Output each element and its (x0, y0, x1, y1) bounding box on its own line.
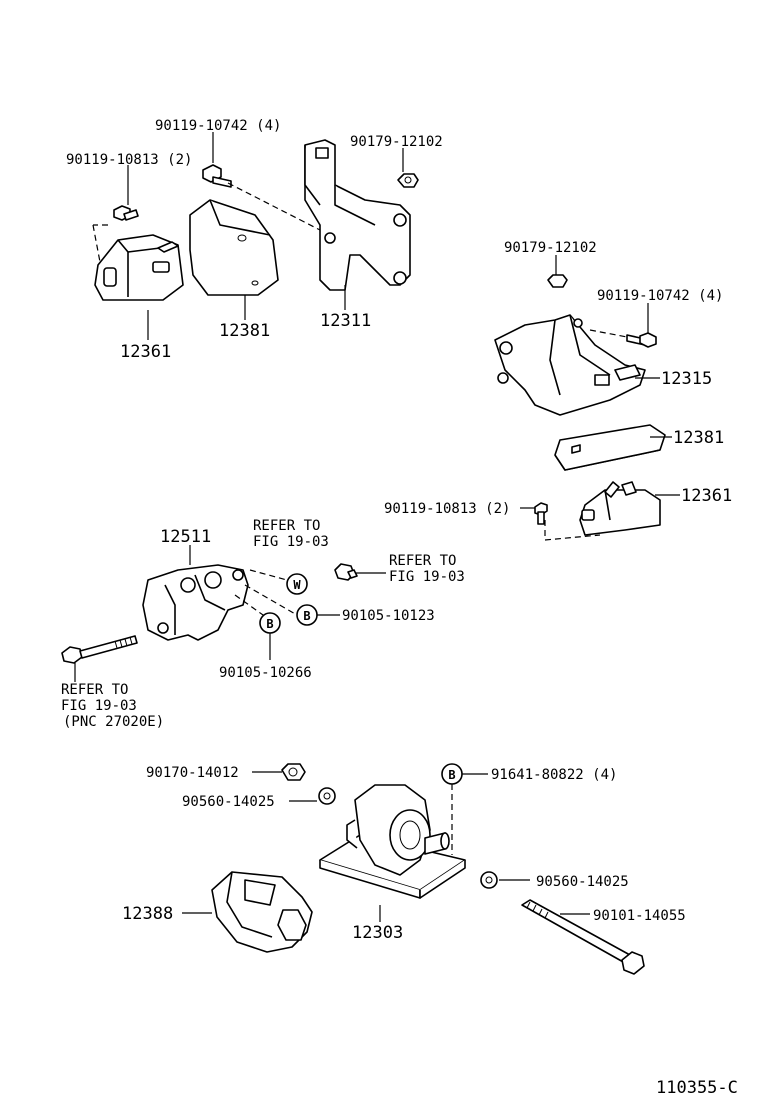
svg-text:B: B (448, 768, 455, 782)
label-12388: 12388 (122, 904, 173, 924)
nut-90170-14012 (281, 763, 306, 781)
svg-text:B: B (266, 617, 273, 631)
label-90170-14012: 90170-14012 (146, 765, 239, 781)
label-refer-to-3: REFER TO (61, 682, 128, 698)
engine-mount-12303 (319, 784, 466, 899)
label-90179-12102-right: 90179-12102 (504, 240, 597, 256)
nut-90179-12102-right (547, 274, 568, 288)
label-12381-right: 12381 (673, 428, 724, 448)
label-refer-to-1: REFER TO (253, 518, 320, 534)
marker-w: W (286, 573, 308, 595)
label-90560-14025-left: 90560-14025 (182, 794, 275, 810)
label-90101-14055: 90101-14055 (593, 908, 686, 924)
engine-mount-insulator-12361-right (579, 481, 661, 536)
svg-text:B: B (303, 609, 310, 623)
insulator-pad-12381-left (189, 199, 279, 296)
label-12361-left: 12361 (120, 342, 171, 362)
label-fig-19-03-1: FIG 19-03 (253, 534, 329, 550)
label-12361-right: 12361 (681, 486, 732, 506)
long-bolt-refer-fig-19-03 (61, 635, 138, 664)
label-12303: 12303 (352, 923, 403, 943)
marker-b-90105-10266: B (259, 612, 281, 634)
bolt-90119-10813-left (113, 205, 139, 221)
label-90119-10742-right: 90119-10742 (4) (597, 288, 723, 304)
bolt-90101-14055 (521, 899, 645, 975)
bolt-90119-10742-right (626, 332, 657, 348)
marker-b-90105-10123: B (296, 604, 318, 626)
label-90119-10813-left: 90119-10813 (2) (66, 152, 192, 168)
label-90119-10813-right: 90119-10813 (2) (384, 501, 510, 517)
svg-text:W: W (293, 578, 301, 592)
label-12381-left: 12381 (219, 321, 270, 341)
label-pnc-27020e: (PNC 27020E) (63, 714, 164, 730)
label-90105-10266: 90105-10266 (219, 665, 312, 681)
nut-refer-fig-19-03 (334, 563, 358, 581)
engine-mount-bracket-12315 (494, 314, 646, 416)
washer-90560-14025-left (318, 787, 336, 805)
engine-mount-bracket-12311 (304, 139, 411, 291)
marker-b-91641-80822: B (441, 763, 463, 785)
label-90119-10742-top: 90119-10742 (4) (155, 118, 281, 134)
label-90105-10123: 90105-10123 (342, 608, 435, 624)
label-fig-19-03-2: FIG 19-03 (389, 569, 465, 585)
label-91641-80822: 91641-80822 (4) (491, 767, 617, 783)
engine-mount-bracket-12511 (142, 564, 249, 641)
nut-90179-12102-top (397, 173, 419, 188)
engine-mount-insulator-12361-left (94, 234, 184, 301)
bolt-90119-10813-right (534, 502, 548, 525)
bushing-12388 (211, 871, 313, 953)
diagram-id: 110355-C (656, 1078, 738, 1098)
label-90560-14025-right: 90560-14025 (536, 874, 629, 890)
label-refer-to-2: REFER TO (389, 553, 456, 569)
label-12311: 12311 (320, 311, 371, 331)
label-90179-12102-top: 90179-12102 (350, 134, 443, 150)
label-12511: 12511 (160, 527, 211, 547)
washer-90560-14025-right (480, 871, 498, 889)
label-fig-19-03-3: FIG 19-03 (61, 698, 137, 714)
insulator-pad-12381-right (554, 424, 666, 471)
label-12315: 12315 (661, 369, 712, 389)
bolt-90119-10742-top (202, 164, 232, 188)
